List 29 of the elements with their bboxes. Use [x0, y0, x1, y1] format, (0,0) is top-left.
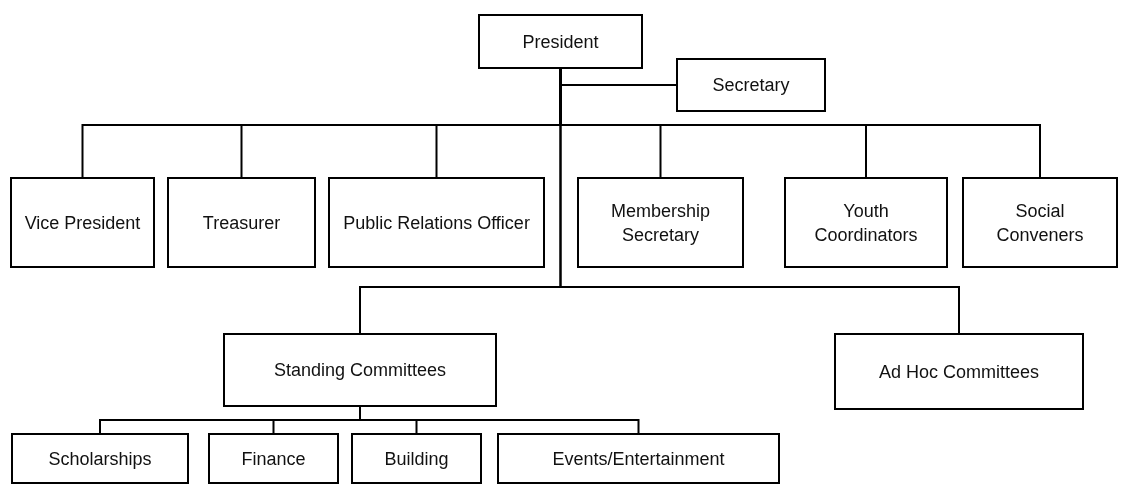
org-box: [167, 177, 316, 268]
role-label: Vice President: [24, 211, 141, 235]
role-label: Scholarships: [48, 448, 152, 471]
role-label: Social Conveners: [995, 199, 1085, 247]
org-box: [351, 433, 482, 484]
role-label: President: [522, 30, 599, 54]
role-label: Public Relations Officer: [343, 211, 530, 235]
connector-line: [359, 406, 640, 434]
org-box: [577, 177, 744, 268]
org-box: [328, 177, 545, 268]
org-box: [962, 177, 1118, 268]
org-box: [834, 333, 1084, 410]
org-box: [784, 177, 948, 268]
role-label: Membership Secretary: [609, 199, 711, 247]
role-label: Finance: [241, 448, 306, 471]
role-label: Secretary: [712, 74, 790, 97]
org-box: [11, 433, 189, 484]
org-box: [223, 333, 497, 407]
role-label: Treasurer: [202, 211, 281, 235]
org-box: [208, 433, 339, 484]
role-label: Standing Committees: [273, 359, 447, 382]
org-box: [676, 58, 826, 112]
role-label: Building: [384, 448, 449, 471]
role-label: Events/Entertainment: [552, 448, 725, 471]
org-box: [478, 14, 643, 69]
role-label: Ad Hoc Committees: [878, 360, 1040, 384]
role-label: Youth Coordinators: [813, 199, 919, 247]
org-box: [10, 177, 155, 268]
org-box: [497, 433, 780, 484]
